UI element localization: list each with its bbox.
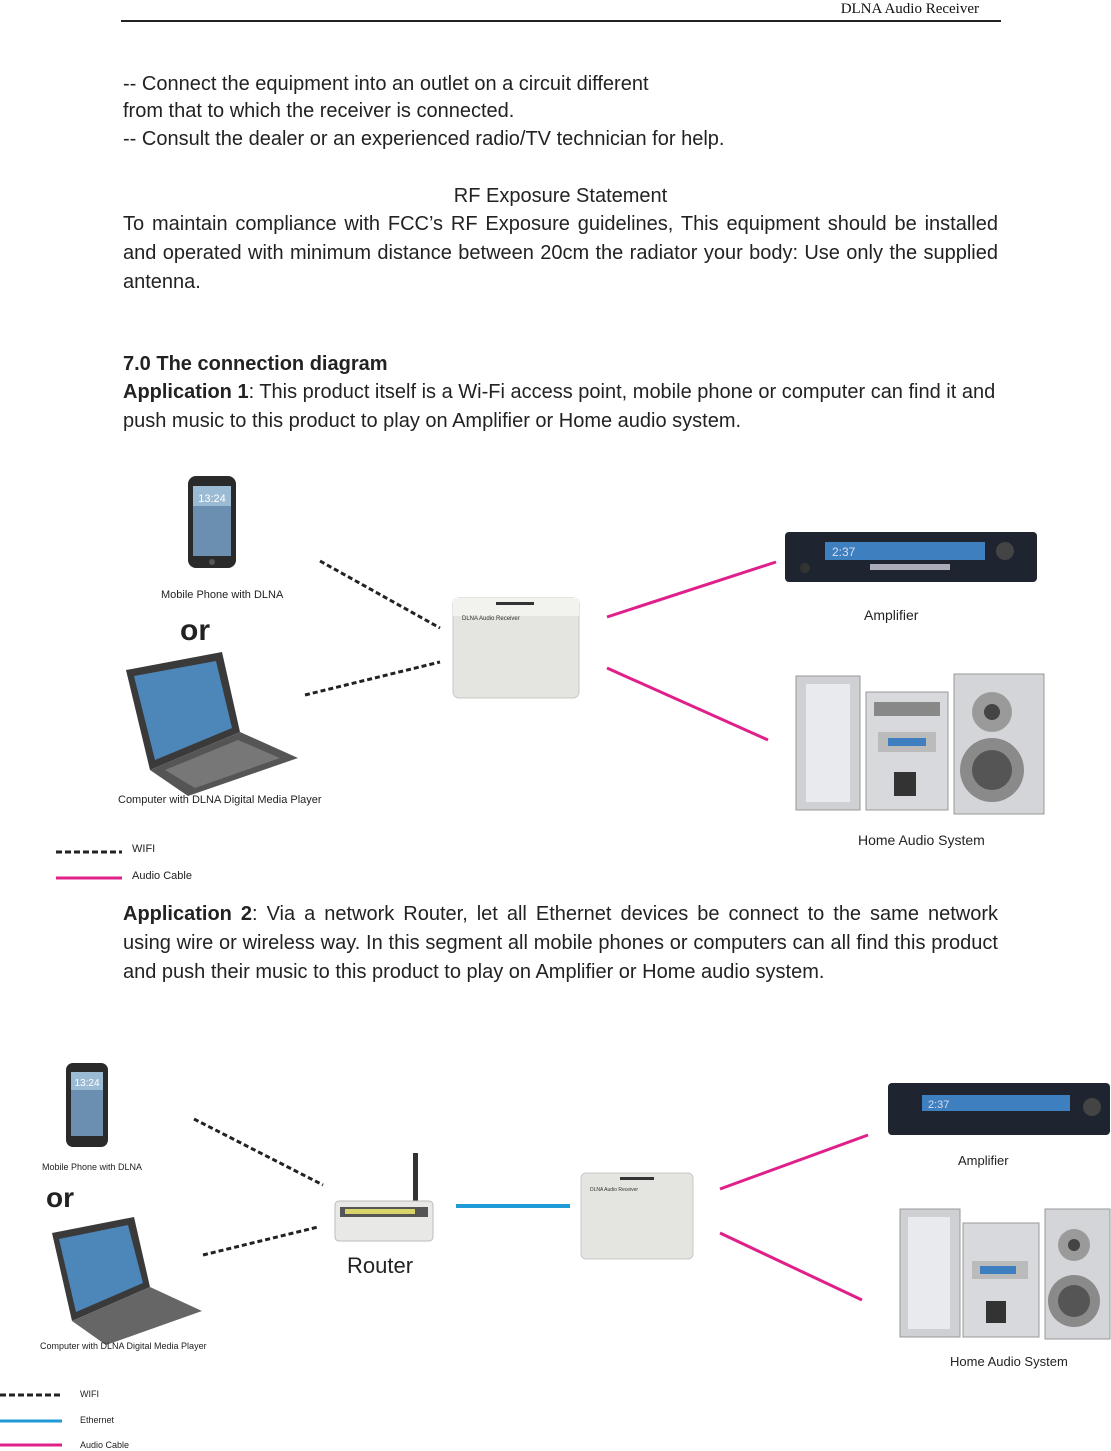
application-2-paragraph: Application 2: Via a network Router, let…	[123, 900, 998, 987]
computer-label: Computer with DLNA Digital Media Player	[118, 794, 322, 806]
intro-line-1: -- Connect the equipment into an outlet …	[123, 73, 649, 95]
audio-cable-home-audio	[719, 1231, 863, 1302]
amplifier-label: Amplifier	[958, 1153, 1009, 1168]
svg-text:13:24: 13:24	[198, 493, 226, 505]
home-audio-system-device	[899, 1208, 1111, 1340]
or-label: or	[46, 1182, 74, 1213]
application-1-text: : This product itself is a Wi-Fi access …	[123, 381, 996, 432]
svg-text:DLNA Audio Receiver: DLNA Audio Receiver	[462, 616, 520, 622]
phone-label: Mobile Phone with DLNA	[42, 1162, 142, 1172]
svg-text:2:37: 2:37	[832, 545, 856, 559]
intro-line-3: -- Consult the dealer or an experienced …	[123, 128, 725, 150]
router-device	[334, 1153, 434, 1242]
legend-2: WIFI Ethernet Audio Cable	[0, 1389, 129, 1450]
mobile-phone-icon: 13:24	[66, 1063, 108, 1147]
home-audio-system-device	[795, 673, 1045, 815]
application-1-label: Application 1	[123, 381, 249, 403]
wifi-link-phone	[319, 559, 441, 630]
laptop-icon	[52, 1217, 202, 1345]
home-audio-label: Home Audio System	[858, 832, 985, 848]
amplifier-device: 2:37	[888, 1083, 1110, 1135]
mobile-phone-icon: 13:24	[188, 476, 236, 568]
rf-body: To maintain compliance with FCC’s RF Exp…	[123, 213, 998, 293]
page-header: DLNA Audio Receiver	[121, 0, 1001, 22]
router-label: Router	[347, 1253, 413, 1278]
application-2-text: : Via a network Router, let all Ethernet…	[123, 903, 998, 983]
header-title: DLNA Audio Receiver	[840, 1, 979, 17]
wifi-link-phone	[193, 1117, 324, 1187]
wifi-link-computer	[304, 660, 441, 697]
svg-text:2:37: 2:37	[928, 1099, 949, 1111]
section-heading: 7.0 The connection diagram	[123, 353, 388, 375]
connection-diagram-2: 13:24 Mobile Phone with DLNA or Computer…	[0, 1063, 1111, 1450]
wifi-link-computer	[202, 1225, 319, 1257]
dlna-receiver-device: DLNA Audio Receiver	[452, 597, 580, 699]
legend-ethernet-label: Ethernet	[80, 1415, 115, 1425]
application-1-paragraph: Application 1: This product itself is a …	[123, 378, 998, 436]
home-audio-label: Home Audio System	[950, 1354, 1068, 1369]
legend-audio-label: Audio Cable	[80, 1440, 129, 1450]
svg-text:DLNA Audio Receiver: DLNA Audio Receiver	[590, 1187, 638, 1193]
legend-audio-label: Audio Cable	[132, 870, 192, 882]
dlna-receiver-device: DLNA Audio Receiver	[580, 1172, 694, 1260]
application-2-label: Application 2	[123, 903, 253, 925]
computer-label: Computer with DLNA Digital Media Player	[40, 1341, 207, 1351]
audio-cable-amplifier	[606, 560, 777, 619]
laptop-icon	[126, 652, 298, 796]
or-label: or	[180, 614, 210, 647]
svg-text:13:24: 13:24	[74, 1078, 99, 1089]
phone-label: Mobile Phone with DLNA	[161, 589, 284, 601]
legend-wifi-label: WIFI	[132, 843, 155, 855]
amplifier-label: Amplifier	[864, 607, 919, 623]
legend-wifi-label: WIFI	[80, 1389, 99, 1399]
connection-diagram-1: 13:24 Mobile Phone with DLNA or Computer…	[56, 476, 1045, 882]
intro-line-2: from that to which the receiver is conne…	[123, 100, 515, 122]
legend-1: WIFI Audio Cable	[56, 843, 192, 882]
amplifier-device: 2:37	[785, 532, 1037, 582]
rf-title: RF Exposure Statement	[453, 185, 668, 207]
audio-cable-home-audio	[606, 666, 769, 742]
audio-cable-amplifier	[719, 1133, 869, 1191]
